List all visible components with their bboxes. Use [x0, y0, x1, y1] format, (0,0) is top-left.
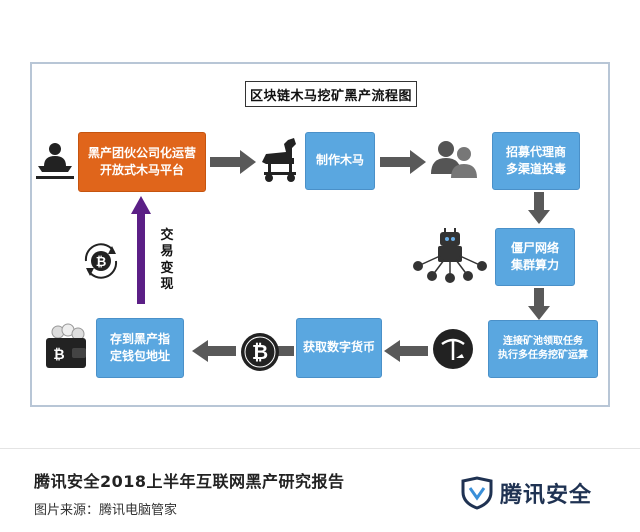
robot-botnet-icon	[413, 228, 487, 283]
node-gang-line2: 开放式木马平台	[99, 163, 184, 177]
arrow-pool-to-coin	[384, 340, 428, 362]
wallet-icon: ₿	[46, 323, 86, 368]
footer-divider	[0, 448, 640, 449]
trade-char: 易	[160, 244, 174, 260]
node-gang-line1: 黑产团伙公司化运营	[87, 145, 196, 160]
arrow-gang-to-trojan	[210, 150, 256, 174]
node-recruit-agents: 招募代理商 多渠道投毒	[492, 132, 580, 190]
trade-cashout-label: 交 易 变 现	[158, 228, 176, 293]
svg-text:₿: ₿	[252, 340, 268, 364]
svg-text:₿: ₿	[53, 347, 64, 363]
report-title: 腾讯安全2018上半年互联网黑产研究报告	[34, 472, 345, 491]
trade-char: 变	[160, 260, 174, 276]
node-botnet-line1: 僵尸网络	[510, 240, 559, 255]
node-pool-line2: 执行多任务挖矿运算	[498, 350, 588, 361]
node-botnet: 僵尸网络 集群算力	[495, 228, 575, 286]
node-botnet-line2: 集群算力	[510, 258, 559, 272]
node-get-coin-label: 获取数字货币	[302, 340, 375, 355]
node-get-digital-coin: 获取数字货币	[296, 318, 382, 378]
trojan-horse-icon	[262, 138, 296, 182]
svg-text:₿: ₿	[96, 255, 107, 270]
trade-char: 交	[160, 228, 174, 243]
arrow-botnet-to-pool	[528, 288, 550, 320]
mining-pickaxe-icon	[433, 329, 473, 369]
person-at-desk-icon	[36, 143, 74, 179]
node-wallet-line1: 存到黑产指	[109, 331, 170, 346]
node-wallet-address: 存到黑产指 定钱包地址	[96, 318, 184, 378]
bitcoin-coin-icon: ₿	[241, 333, 279, 371]
users-group-icon	[431, 141, 477, 178]
node-recruit-line1: 招募代理商	[505, 144, 566, 159]
arrow-bitcoin-to-wallet	[192, 340, 236, 362]
image-source: 图片来源：腾讯电脑管家	[34, 503, 178, 518]
node-gang-platform: 黑产团伙公司化运营 开放式木马平台	[78, 132, 206, 192]
node-make-trojan-label: 制作木马	[315, 153, 364, 168]
node-recruit-line2: 多渠道投毒	[505, 162, 566, 176]
tencent-security-brand: 腾讯安全	[460, 476, 592, 510]
node-pool-line1: 连接矿池领取任务	[503, 335, 583, 347]
arrow-recruit-to-botnet	[528, 192, 550, 224]
node-make-trojan: 制作木马	[305, 132, 375, 190]
tencent-shield-logo	[461, 476, 493, 510]
node-mining-pool: 连接矿池领取任务 执行多任务挖矿运算	[488, 320, 598, 378]
trade-char: 现	[160, 276, 174, 292]
diagram-title: 区块链木马挖矿黑产流程图	[245, 81, 417, 107]
bitcoin-exchange-icon: ₿	[84, 243, 118, 279]
node-wallet-line2: 定钱包地址	[109, 349, 170, 363]
arrow-wallet-to-gang	[131, 196, 151, 304]
brand-text: 腾讯安全	[500, 483, 593, 508]
arrow-trojan-to-agents	[380, 150, 426, 174]
